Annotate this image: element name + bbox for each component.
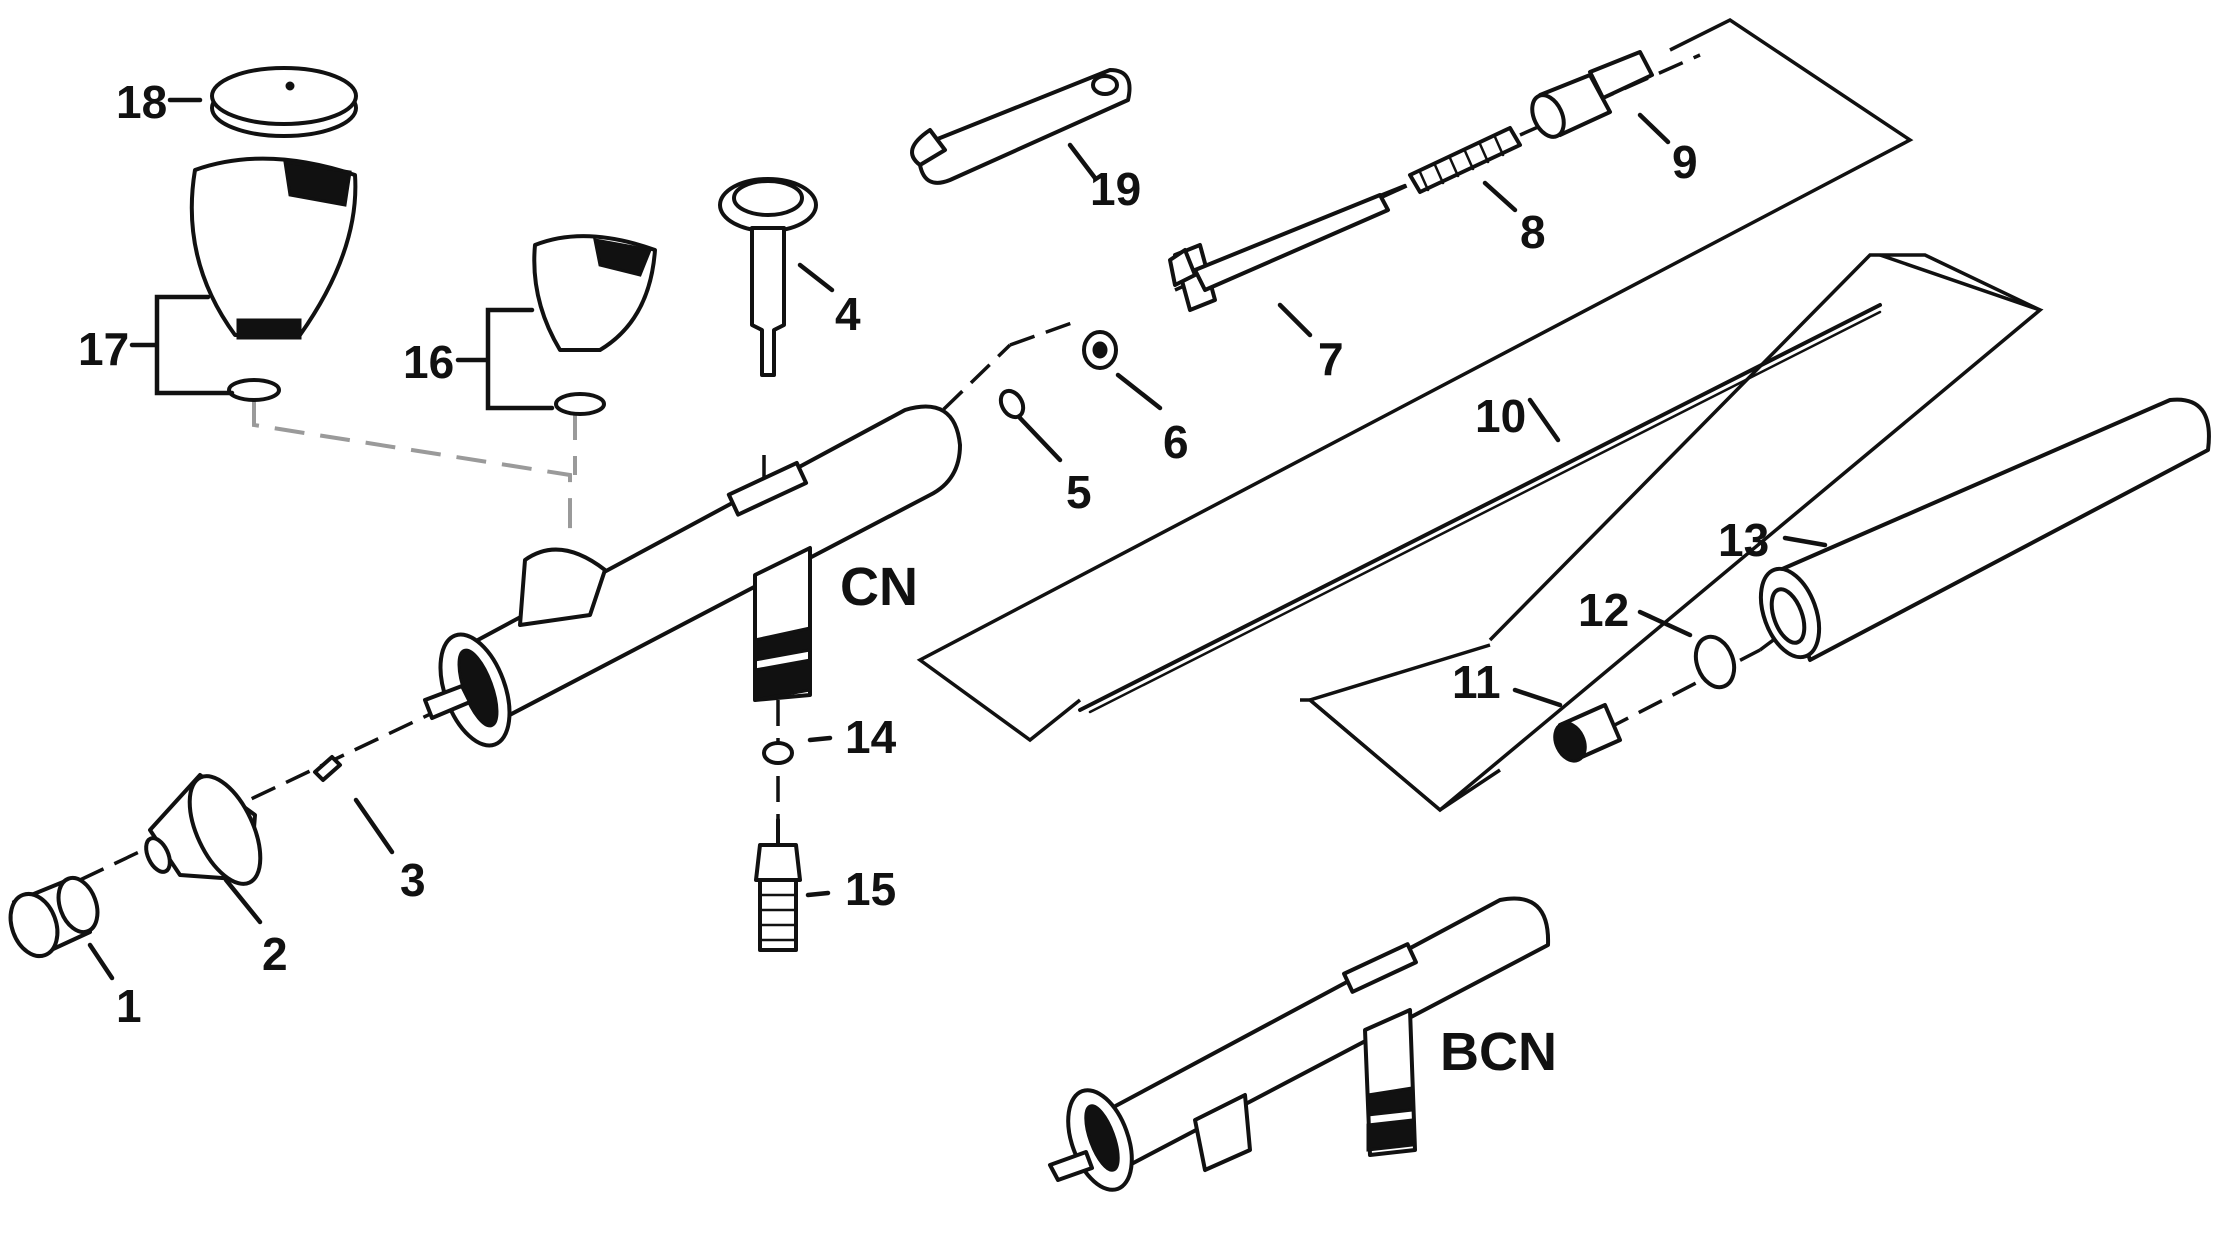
part-11-handle-nut: [1553, 703, 1622, 763]
label-1: 1: [116, 980, 142, 1032]
label-15: 15: [845, 863, 896, 915]
part-1-nozzle-cap: [8, 875, 100, 958]
handle-box-outline: [1488, 253, 2041, 642]
label-11: 11: [1452, 656, 1501, 708]
part-12-o-ring: [1693, 634, 1737, 690]
label-18: 18: [116, 76, 167, 128]
label-17: 17: [78, 323, 129, 375]
handle-parts-box-outline: [1306, 643, 1501, 813]
part-4-trigger: [718, 177, 818, 377]
part-7-needle-chucking-guide: [1168, 183, 1407, 312]
label-9: 9: [1672, 136, 1698, 188]
part-5-o-ring: [998, 388, 1026, 420]
needle-spring-box-outline: [916, 17, 1914, 743]
label-5: 5: [1066, 466, 1092, 518]
label-16: 16: [403, 336, 454, 388]
part-19-wrench: [910, 68, 1132, 185]
part-2-head-cap: [144, 773, 263, 886]
label-6: 6: [1163, 416, 1189, 468]
part-15-valve: [754, 818, 802, 952]
label-7: 7: [1318, 333, 1344, 385]
label-2: 2: [262, 928, 288, 980]
leader-lines: [87, 97, 1828, 981]
label-4: 4: [835, 288, 861, 340]
label-13: 13: [1718, 514, 1769, 566]
label-3: 3: [400, 854, 426, 906]
cn-airbrush-body: [423, 404, 962, 748]
part-16-small-paint-cup: [532, 234, 657, 416]
part-9-spring-guide: [1530, 50, 1654, 139]
label-14: 14: [845, 711, 897, 763]
label-8: 8: [1520, 206, 1546, 258]
model-label-bcn: BCN: [1440, 1022, 1557, 1082]
label-12: 12: [1578, 584, 1629, 636]
label-10: 10: [1475, 390, 1526, 442]
model-label-cn: CN: [840, 557, 918, 617]
part-6-lever-guide: [1082, 330, 1118, 370]
part-13-handle: [1758, 397, 2211, 662]
part-number-labels: 1 2 3 4 5 6 7 8 9 10 11 12 13 14 15 16 1…: [78, 76, 1769, 1032]
part-8-spring: [1408, 126, 1522, 194]
bcn-airbrush-body: [1048, 896, 1551, 1192]
label-19: 19: [1090, 163, 1141, 215]
part-10-needle: [1078, 303, 1882, 714]
part-14-o-ring: [762, 741, 794, 765]
part-17-large-paint-cup: [189, 156, 358, 402]
part-18-cup-lid: [210, 66, 358, 138]
cup-feed-guide: [252, 400, 577, 540]
part-3-nozzle: [313, 755, 342, 782]
